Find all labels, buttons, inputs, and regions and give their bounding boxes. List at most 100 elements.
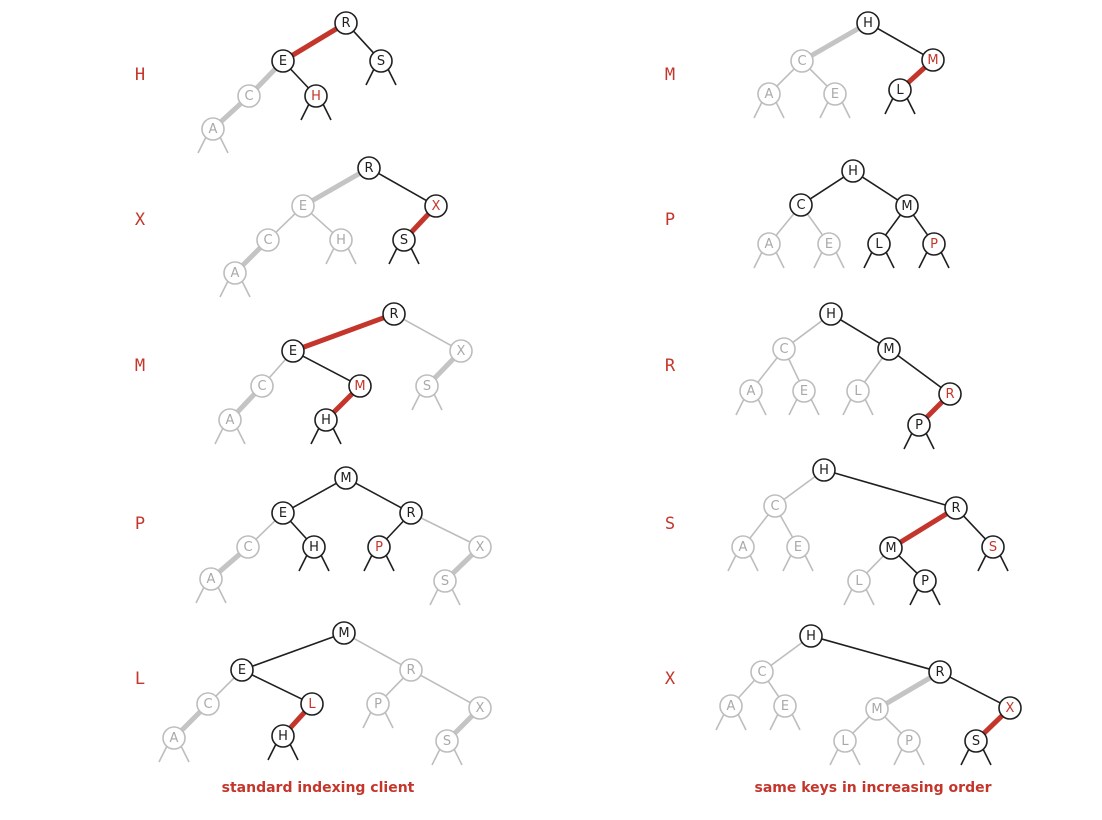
tree-link-E-C [268, 358, 287, 379]
node-label: P [915, 418, 923, 433]
node-circle [250, 374, 274, 398]
node-label: E [825, 237, 833, 252]
tree-link-C-E [788, 358, 800, 382]
node-circle [468, 696, 492, 720]
null-link-P-right [940, 251, 950, 269]
tree-link-C-A [776, 68, 795, 87]
tree-node-H: H [304, 84, 328, 108]
node-circle [897, 729, 921, 753]
node-circle [865, 697, 889, 721]
null-link-H-left [310, 427, 320, 445]
node-circle [304, 84, 328, 108]
tree-link-H-C [809, 176, 845, 200]
node-circle [856, 11, 880, 35]
null-link-H-right [332, 427, 342, 445]
node-label: C [244, 89, 253, 104]
tree-link-M-L [866, 555, 884, 574]
null-link-A-right [217, 586, 227, 604]
node-label: C [203, 697, 212, 712]
node-label: H [336, 233, 346, 248]
tree-node-C: C [789, 193, 813, 217]
null-link-A-left [219, 280, 229, 298]
tree-link-C-A [217, 552, 242, 574]
node-circle [399, 658, 423, 682]
null-link-A-right [219, 136, 229, 154]
node-circle [392, 228, 416, 252]
tree-link-R-X [949, 676, 1001, 704]
node-circle [789, 193, 813, 217]
null-link-A-right [775, 101, 785, 119]
node-circle [847, 569, 871, 593]
tree-link-E-L [251, 674, 303, 700]
tree-link-H-M [861, 176, 899, 201]
node-label: C [797, 54, 806, 69]
node-label: H [848, 164, 858, 179]
node-circle [998, 696, 1022, 720]
node-label: H [311, 89, 321, 104]
step-key-label: R [665, 356, 676, 376]
node-circle [719, 694, 743, 718]
node-circle [812, 458, 836, 482]
tree-link-C-A [180, 710, 202, 732]
tree-link-R-E [291, 26, 338, 58]
node-label: M [338, 626, 349, 641]
null-link-E-left [788, 398, 798, 416]
null-link-P-left [362, 711, 372, 729]
node-label: E [289, 344, 297, 359]
null-link-S-right [410, 247, 420, 265]
node-label: M [871, 702, 882, 717]
tree-link-R-X [420, 517, 471, 543]
tree-link-H-C [792, 319, 823, 344]
node-circle [772, 337, 796, 361]
node-circle [218, 408, 242, 432]
node-circle [199, 567, 223, 591]
tree-link-H-R [821, 638, 930, 670]
null-link-P-right [931, 588, 941, 606]
node-circle [773, 694, 797, 718]
null-link-P-left [909, 588, 919, 606]
tree-link-C-A [241, 246, 262, 267]
tree-link-C-E [767, 680, 780, 698]
null-link-A-left [715, 713, 725, 731]
tree-node-E: E [817, 232, 841, 256]
node-label: X [476, 701, 485, 716]
null-link-P-right [925, 432, 935, 450]
null-link-P-right [385, 554, 395, 572]
node-label: M [340, 471, 351, 486]
tree-node-A: A [757, 82, 781, 106]
node-label: R [406, 663, 415, 678]
node-circle [329, 228, 353, 252]
tree-node-H: H [819, 302, 843, 326]
node-label: H [806, 629, 816, 644]
tree-link-C-E [806, 213, 824, 236]
tree-node-E: E [271, 49, 295, 73]
tree-link-H-R [834, 472, 946, 506]
node-label: L [854, 384, 862, 399]
node-circle [981, 535, 1005, 559]
tree-node-L: L [300, 692, 324, 716]
null-link-E-left [782, 554, 792, 572]
node-label: S [377, 54, 385, 69]
node-label: X [476, 540, 485, 555]
step-key-label: P [135, 514, 145, 534]
null-link-S-left [431, 748, 441, 766]
null-link-L-left [842, 398, 852, 416]
null-link-A-left [727, 554, 737, 572]
node-label: E [831, 87, 839, 102]
node-circle [823, 82, 847, 106]
node-label: H [819, 463, 829, 478]
node-circle [833, 729, 857, 753]
tree-node-L: L [833, 729, 857, 753]
tree-node-M: M [332, 621, 356, 645]
tree-node-X: X [449, 339, 473, 363]
null-link-E-right [804, 554, 814, 572]
node-circle [731, 535, 755, 559]
node-label: R [364, 161, 373, 176]
node-circle [944, 496, 968, 520]
node-circle [291, 194, 315, 218]
tree-link-H-M [877, 27, 924, 56]
node-label: H [321, 413, 331, 428]
